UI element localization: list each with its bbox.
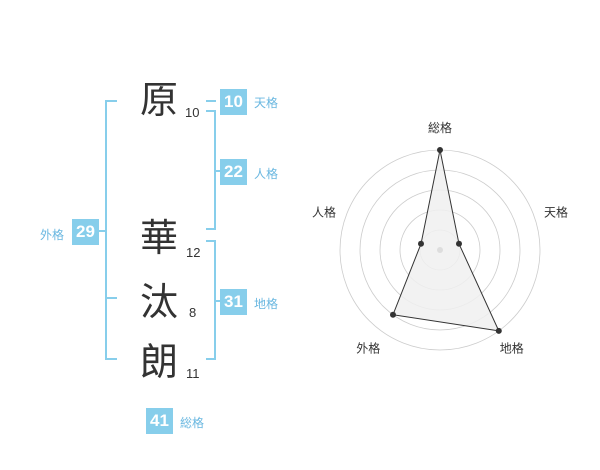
radar-point-4 [418, 240, 424, 247]
radar-axis-label-0: 総格 [428, 120, 452, 135]
tenkaku-value: 10 [220, 89, 247, 115]
stroke-count-3: 8 [189, 305, 197, 320]
soukaku-value: 41 [146, 408, 173, 434]
radar-point-0 [437, 147, 443, 153]
soukaku-label: 総格 [180, 416, 205, 430]
name-char-4: 朗 [140, 340, 179, 384]
gaikaku-bracket-tick [98, 230, 106, 232]
radar-center-dot [437, 247, 443, 253]
jinkaku-value: 22 [220, 159, 247, 185]
jinkaku-label: 人格 [254, 167, 279, 181]
radar-axis-label-2: 地格 [500, 341, 524, 356]
name-char-1: 原 [140, 78, 179, 122]
chikaku-label: 地格 [254, 297, 279, 311]
radar-axis-label-4: 人格 [312, 204, 336, 219]
name-char-3: 汰 [140, 280, 179, 324]
stroke-count-2: 12 [186, 245, 201, 260]
gaikaku-label: 外格 [40, 228, 65, 242]
name-char-2: 華 [140, 216, 179, 260]
radar-point-3 [390, 311, 396, 318]
radar-axis-label-1: 天格 [544, 204, 568, 219]
stroke-count-4: 11 [186, 366, 200, 381]
gaikaku-bracket [105, 100, 117, 360]
radar-point-1 [456, 240, 462, 247]
jinkaku-bracket-tick [216, 170, 222, 172]
radar-data-polygon [392, 149, 500, 332]
chikaku-bracket [206, 240, 216, 360]
tenkaku-label: 天格 [254, 96, 279, 110]
gaikaku-bracket-split [105, 297, 117, 299]
gaikaku-value: 29 [72, 219, 99, 245]
jinkaku-bracket [206, 110, 216, 230]
radar-point-2 [495, 327, 502, 334]
tenkaku-bracket [206, 100, 216, 102]
chikaku-value: 31 [220, 289, 247, 315]
stroke-count-1: 10 [185, 105, 200, 120]
chikaku-bracket-tick [216, 300, 222, 302]
radar-axis-label-3: 外格 [356, 341, 380, 356]
